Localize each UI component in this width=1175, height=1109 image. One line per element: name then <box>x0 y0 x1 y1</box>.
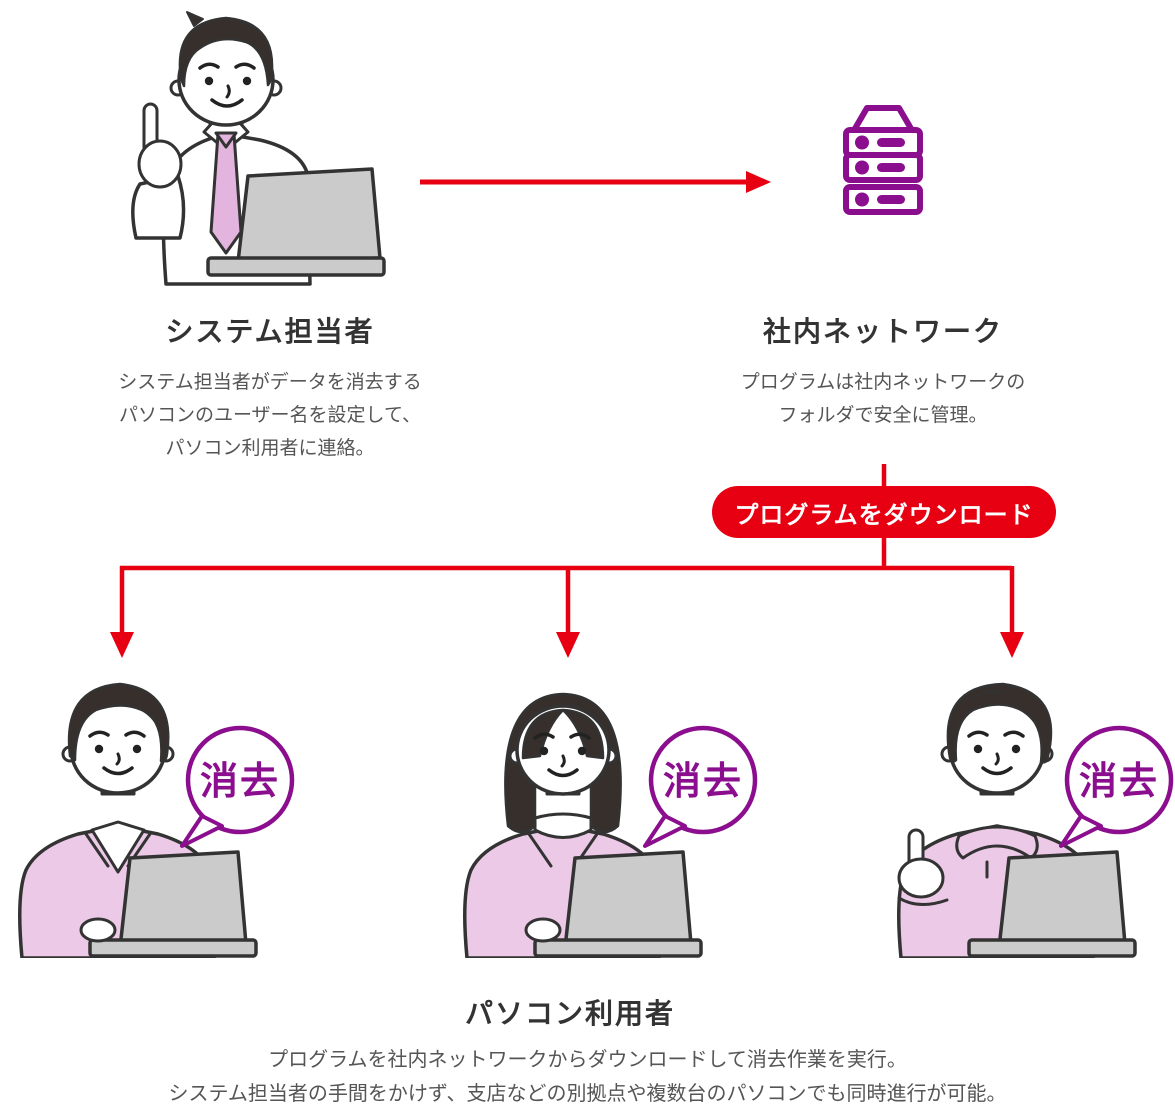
necktie <box>209 131 243 255</box>
admin-description-line: パソコン利用者に連絡。 <box>165 437 375 459</box>
users-description-line: システム担当者の手間をかけず、支店などの別拠点や複数台のパソコンでも同時進行が可… <box>168 1081 1007 1105</box>
server-icon <box>843 105 923 215</box>
system-admin-illustration <box>131 11 386 286</box>
arrow-down-icon <box>110 632 134 658</box>
laptop-icon <box>967 850 1137 958</box>
thumbs-up-hand-icon <box>897 828 949 906</box>
arrow-right-icon <box>420 171 771 193</box>
network-description: プログラムは社内ネットワークの フォルダで安全に管理。 <box>700 366 1066 432</box>
user-female-illustration: 消去 <box>463 692 758 958</box>
erase-bubble-label: 消去 <box>663 759 743 803</box>
users-title: パソコン利用者 <box>464 997 675 1030</box>
arrow-down-icon <box>1000 632 1024 658</box>
laptop-icon <box>206 167 386 277</box>
speech-bubble: 消去 <box>1059 725 1174 848</box>
users-description-line: プログラムを社内ネットワークからダウンロードして消去作業を実行。 <box>268 1047 907 1071</box>
admin-description: システム担当者がデータを消去する パソコンのユーザー名を設定して、 パソコン利用… <box>80 366 460 465</box>
erase-bubble-label: 消去 <box>200 759 280 803</box>
download-badge: プログラムをダウンロード <box>712 486 1056 538</box>
laptop-icon <box>88 850 258 958</box>
admin-description-line: システム担当者がデータを消去する <box>118 371 422 393</box>
user-thumbsup-illustration: 消去 <box>897 682 1174 958</box>
admin-description-line: パソコンのユーザー名を設定して、 <box>118 404 422 426</box>
pointing-hand-icon <box>131 102 186 240</box>
download-badge-label: プログラムをダウンロード <box>734 500 1034 529</box>
erase-bubble-label: 消去 <box>1079 759 1159 803</box>
speech-bubble: 消去 <box>180 725 295 848</box>
user-male-illustration: 消去 <box>18 682 295 958</box>
admin-title: システム担当者 <box>165 315 375 348</box>
network-title: 社内ネットワーク <box>762 315 1003 348</box>
laptop-icon <box>533 850 703 958</box>
network-description-line: フォルダで安全に管理。 <box>778 404 988 426</box>
arrow-down-icon <box>556 632 580 658</box>
network-description-line: プログラムは社内ネットワークの <box>740 371 1026 393</box>
speech-bubble: 消去 <box>643 725 758 848</box>
users-description: プログラムを社内ネットワークからダウンロードして消去作業を実行。 システム担当者… <box>80 1042 1095 1109</box>
